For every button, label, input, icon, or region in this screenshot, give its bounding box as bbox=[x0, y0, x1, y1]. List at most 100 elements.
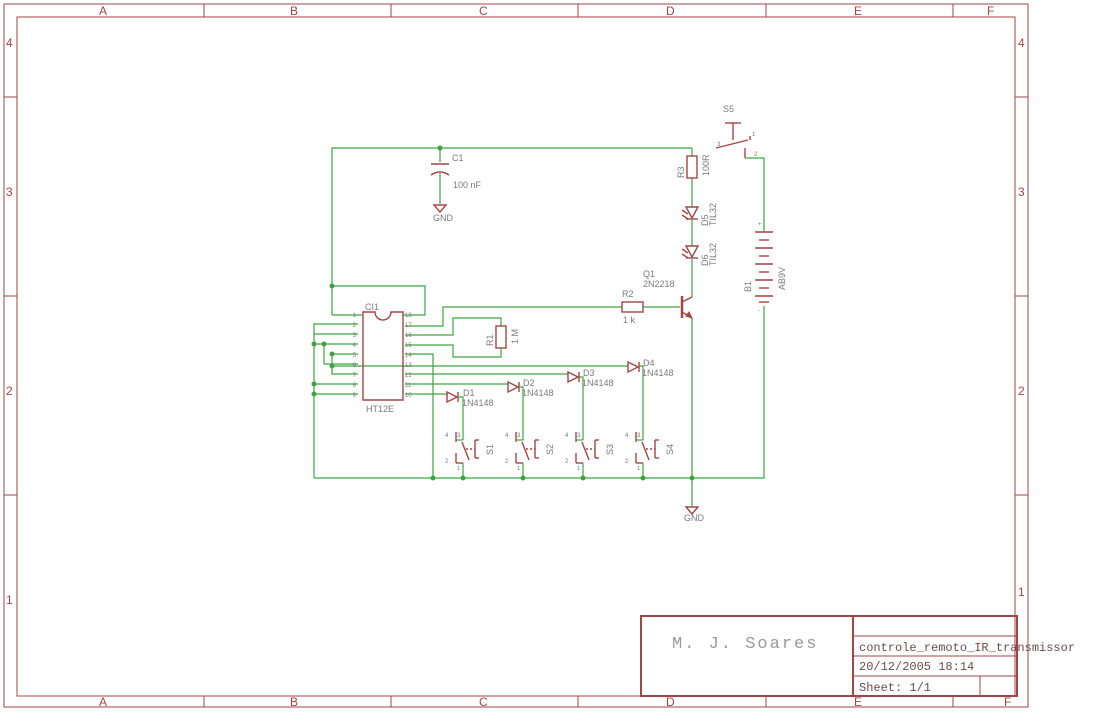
resistor-r1: R1 1 M bbox=[485, 325, 520, 349]
ic-pin-7: 7 bbox=[353, 373, 357, 379]
d3-value: 1N4148 bbox=[582, 378, 614, 388]
ic-pin-11: 11 bbox=[405, 383, 412, 389]
led-d6: D6 TIL32 bbox=[681, 243, 718, 266]
c1-ground-label: GND bbox=[433, 213, 454, 223]
ic-pin-16: 16 bbox=[405, 333, 412, 339]
row-label-1-right: 1 bbox=[1018, 585, 1025, 599]
push-button-s2-pin-4: 4 bbox=[505, 433, 509, 439]
drawing-date: 20/12/2005 18:14 bbox=[859, 660, 974, 674]
ic-pin-3: 3 bbox=[353, 333, 357, 339]
q1-name: Q1 bbox=[643, 269, 655, 279]
push-button-s3-pin-4: 4 bbox=[565, 433, 569, 439]
d1-value: 1N4148 bbox=[462, 398, 494, 408]
diode-d2: D2 1N4148 bbox=[507, 378, 554, 398]
sheet-number: Sheet: 1/1 bbox=[859, 681, 931, 695]
ic-name: CI1 bbox=[365, 302, 379, 312]
s5-pin-1: 1 bbox=[752, 132, 756, 138]
push-button-s4-pin-4: 4 bbox=[625, 433, 629, 439]
r2-value: 1 k bbox=[623, 315, 636, 325]
push-button-s3-pin-3: 3 bbox=[577, 433, 581, 439]
ic-pin-9: 9 bbox=[353, 393, 357, 399]
push-button-s1-pin-4: 4 bbox=[445, 433, 449, 439]
push-button-s2-pin-1: 1 bbox=[517, 466, 521, 472]
d2-name: D2 bbox=[523, 378, 535, 388]
column-label-a-top: A bbox=[99, 4, 107, 18]
r1-name: R1 bbox=[485, 334, 495, 346]
ic-pin-4: 4 bbox=[353, 343, 357, 349]
d5-name: D5 bbox=[700, 214, 710, 226]
push-button-s1-pin-2: 2 bbox=[445, 459, 449, 465]
author-name: M. J. Soares bbox=[672, 635, 818, 654]
switch-s5: S5 3 2 1 bbox=[715, 104, 758, 158]
ic-pin-6: 6 bbox=[353, 363, 357, 369]
ic-pin-12: 12 bbox=[405, 373, 412, 379]
column-label-b-top: B bbox=[290, 4, 298, 18]
wires bbox=[313, 147, 765, 506]
row-label-3-left: 3 bbox=[6, 185, 13, 199]
column-label-f-bottom: F bbox=[1004, 695, 1011, 709]
row-label-4-right: 4 bbox=[1018, 36, 1025, 50]
c1-name: C1 bbox=[452, 153, 464, 163]
drawing-name: controle_remoto_IR_transmissor bbox=[859, 641, 1075, 655]
main-ground-label: GND bbox=[684, 513, 705, 523]
transistor-q1: Q1 2N2218 bbox=[643, 269, 693, 319]
push-button-s4-pin-1: 1 bbox=[637, 466, 641, 472]
row-label-2-left: 2 bbox=[6, 384, 13, 398]
ic-pin-2: 2 bbox=[353, 323, 357, 329]
r1-value: 1 M bbox=[510, 329, 520, 344]
ic-pin-1: 1 bbox=[353, 313, 357, 319]
row-label-2-right: 2 bbox=[1018, 384, 1025, 398]
column-label-f-top: F bbox=[987, 4, 994, 18]
d4-name: D4 bbox=[643, 358, 655, 368]
push-button-s2-pin-2: 2 bbox=[505, 459, 509, 465]
ic-pin-18: 18 bbox=[405, 313, 412, 319]
ic-pin-17: 17 bbox=[405, 323, 412, 329]
d1-name: D1 bbox=[463, 388, 475, 398]
diode-d4: D4 1N4148 bbox=[627, 358, 674, 378]
title-block: M. J. Soares controle_remoto_IR_transmis… bbox=[640, 615, 1075, 697]
row-label-3-right: 3 bbox=[1018, 185, 1025, 199]
column-label-a-bottom: A bbox=[99, 695, 107, 709]
drawing-frame bbox=[3, 3, 1029, 708]
d2-value: 1N4148 bbox=[522, 388, 554, 398]
column-label-b-bottom: B bbox=[290, 695, 298, 709]
s5-pin-3: 3 bbox=[717, 142, 721, 148]
push-button-s1-pin-3: 3 bbox=[457, 433, 461, 439]
c1-value: 100 nF bbox=[453, 180, 482, 190]
b1-value: AB9V bbox=[777, 267, 787, 290]
battery-b1: + - B1 AB9V bbox=[743, 222, 787, 314]
ic-pin-14: 14 bbox=[405, 353, 412, 359]
q1-value: 2N2218 bbox=[643, 279, 675, 289]
resistor-r2: R2 1 k bbox=[621, 289, 644, 325]
column-label-e-top: E bbox=[854, 4, 862, 18]
push-button-s2-name: S2 bbox=[545, 444, 555, 455]
ground-symbol-main: GND bbox=[684, 506, 705, 523]
d3-name: D3 bbox=[583, 368, 595, 378]
d4-value: 1N4148 bbox=[642, 368, 674, 378]
r3-name: R3 bbox=[676, 166, 686, 178]
r2-name: R2 bbox=[622, 289, 634, 299]
b1-name: B1 bbox=[743, 281, 753, 292]
diode-d3: D3 1N4148 bbox=[567, 368, 614, 388]
led-d5: D5 TIL32 bbox=[681, 203, 718, 226]
push-button-s2-pin-3: 3 bbox=[517, 433, 521, 439]
d6-value: TIL32 bbox=[708, 243, 718, 266]
push-button-s1-name: S1 bbox=[485, 444, 495, 455]
push-button-s3-name: S3 bbox=[605, 444, 615, 455]
push-button-s4-pin-3: 3 bbox=[637, 433, 641, 439]
d5-value: TIL32 bbox=[708, 203, 718, 226]
capacitor-c1: C1 100 nF bbox=[430, 153, 482, 204]
s5-name: S5 bbox=[723, 104, 734, 114]
column-label-d-bottom: D bbox=[666, 695, 675, 709]
push-button-s4-pin-2: 2 bbox=[625, 459, 629, 465]
column-label-e-bottom: E bbox=[854, 695, 862, 709]
b1-plus: + bbox=[758, 222, 762, 228]
